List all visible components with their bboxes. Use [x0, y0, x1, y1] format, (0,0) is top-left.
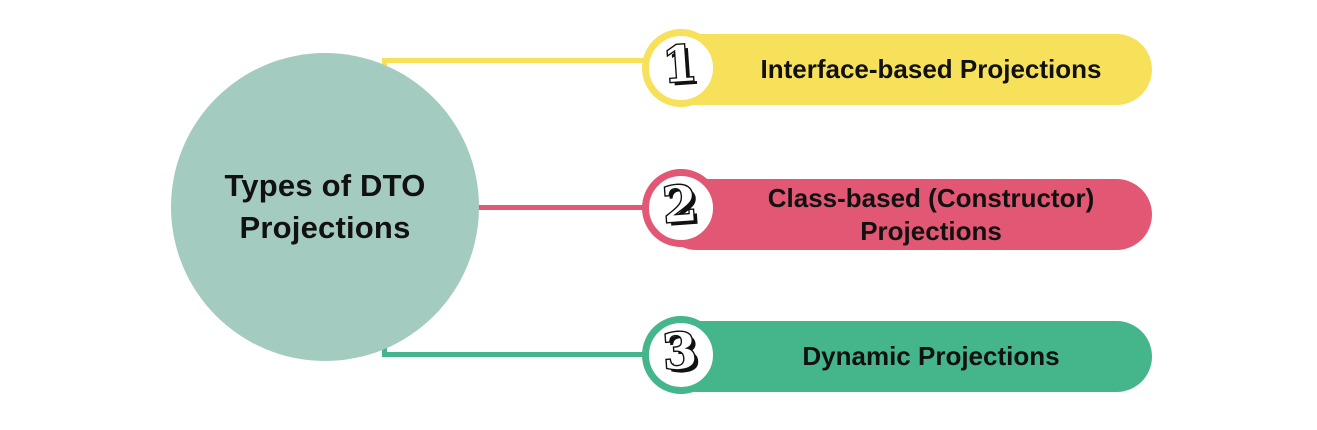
item1-number-badge: 1 1 — [642, 29, 720, 107]
numeral-2-icon: 2 2 — [659, 175, 703, 238]
numeral-1: 1 — [661, 35, 699, 94]
numeral-1-shadow: 1 — [665, 38, 703, 98]
numeral-2: 2 — [661, 175, 699, 234]
connector-item2-horizontal — [430, 205, 648, 210]
connector-item3-horizontal — [382, 352, 648, 357]
item2-number-badge: 2 2 — [642, 169, 720, 247]
item3-label: Dynamic Projections — [802, 341, 1060, 371]
item3-pill — [661, 321, 1152, 392]
item1-label: Interface-based Projections — [760, 54, 1102, 84]
item3-number-badge: 3 3 — [642, 316, 720, 394]
item2-pill — [661, 179, 1152, 250]
numeral-3-icon: 3 3 — [659, 322, 703, 385]
center-topic-circle: Types of DTO Projections — [171, 53, 479, 361]
item1-pill — [661, 34, 1152, 105]
numeral-3: 3 — [661, 322, 699, 381]
item2-label: Class-based (Constructor) Projections — [767, 182, 1095, 246]
center-title-line2: Projections — [239, 210, 411, 245]
connector-item1-horizontal — [382, 58, 648, 63]
numeral-1-icon: 1 1 — [659, 35, 703, 98]
numeral-3-shadow: 3 — [665, 325, 703, 385]
center-title-line1: Types of DTO — [224, 168, 426, 203]
numeral-2-shadow: 2 — [665, 178, 703, 238]
